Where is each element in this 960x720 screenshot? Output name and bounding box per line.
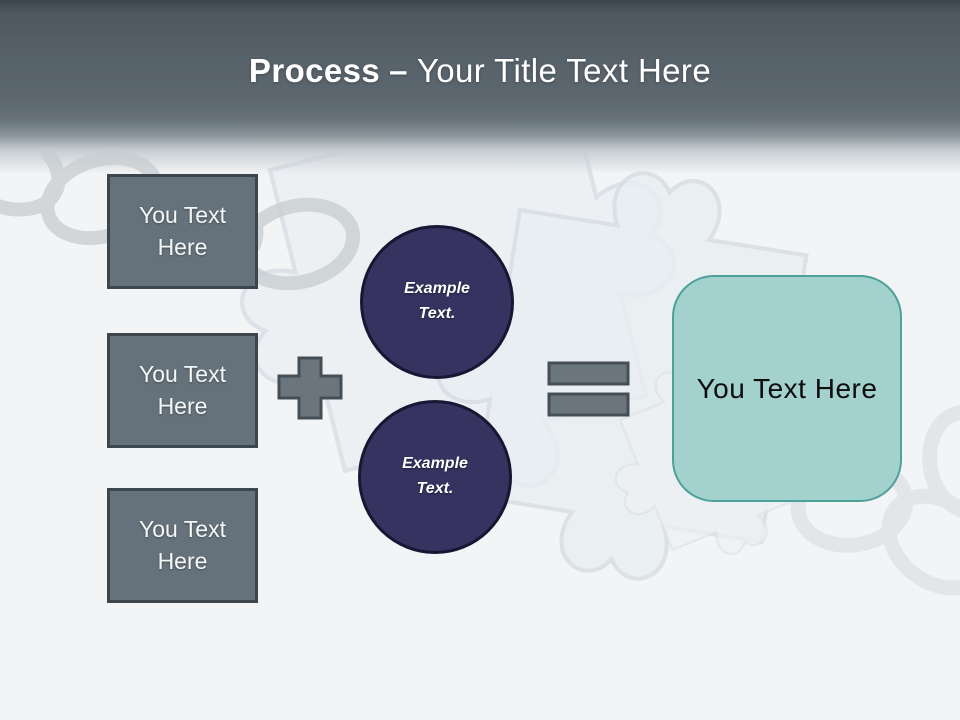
result-label: You Text Here (696, 372, 878, 404)
placeholder-label: You Text Here (139, 515, 226, 574)
placeholder-label: You Text Here (139, 360, 226, 419)
text-placeholder-box-3[interactable]: You Text Here (107, 488, 258, 603)
example-circle-1[interactable]: Example Text. (360, 225, 514, 379)
title-separator: – (389, 52, 408, 89)
example-circle-2[interactable]: Example Text. (358, 400, 512, 554)
text-placeholder-box-1[interactable]: You Text Here (107, 174, 258, 289)
example-label: Example Text. (404, 280, 470, 322)
title-keyword: Process (248, 52, 381, 89)
text-placeholder-box-2[interactable]: You Text Here (107, 333, 258, 448)
placeholder-label: You Text Here (139, 201, 226, 260)
title-subtitle: Your Title Text Here (416, 52, 712, 89)
page-title: Process–Your Title Text Here (0, 52, 960, 90)
equals-icon (547, 361, 630, 417)
result-placeholder-box[interactable]: You Text Here (672, 275, 902, 502)
plus-icon (277, 356, 343, 420)
example-label: Example Text. (402, 455, 468, 497)
